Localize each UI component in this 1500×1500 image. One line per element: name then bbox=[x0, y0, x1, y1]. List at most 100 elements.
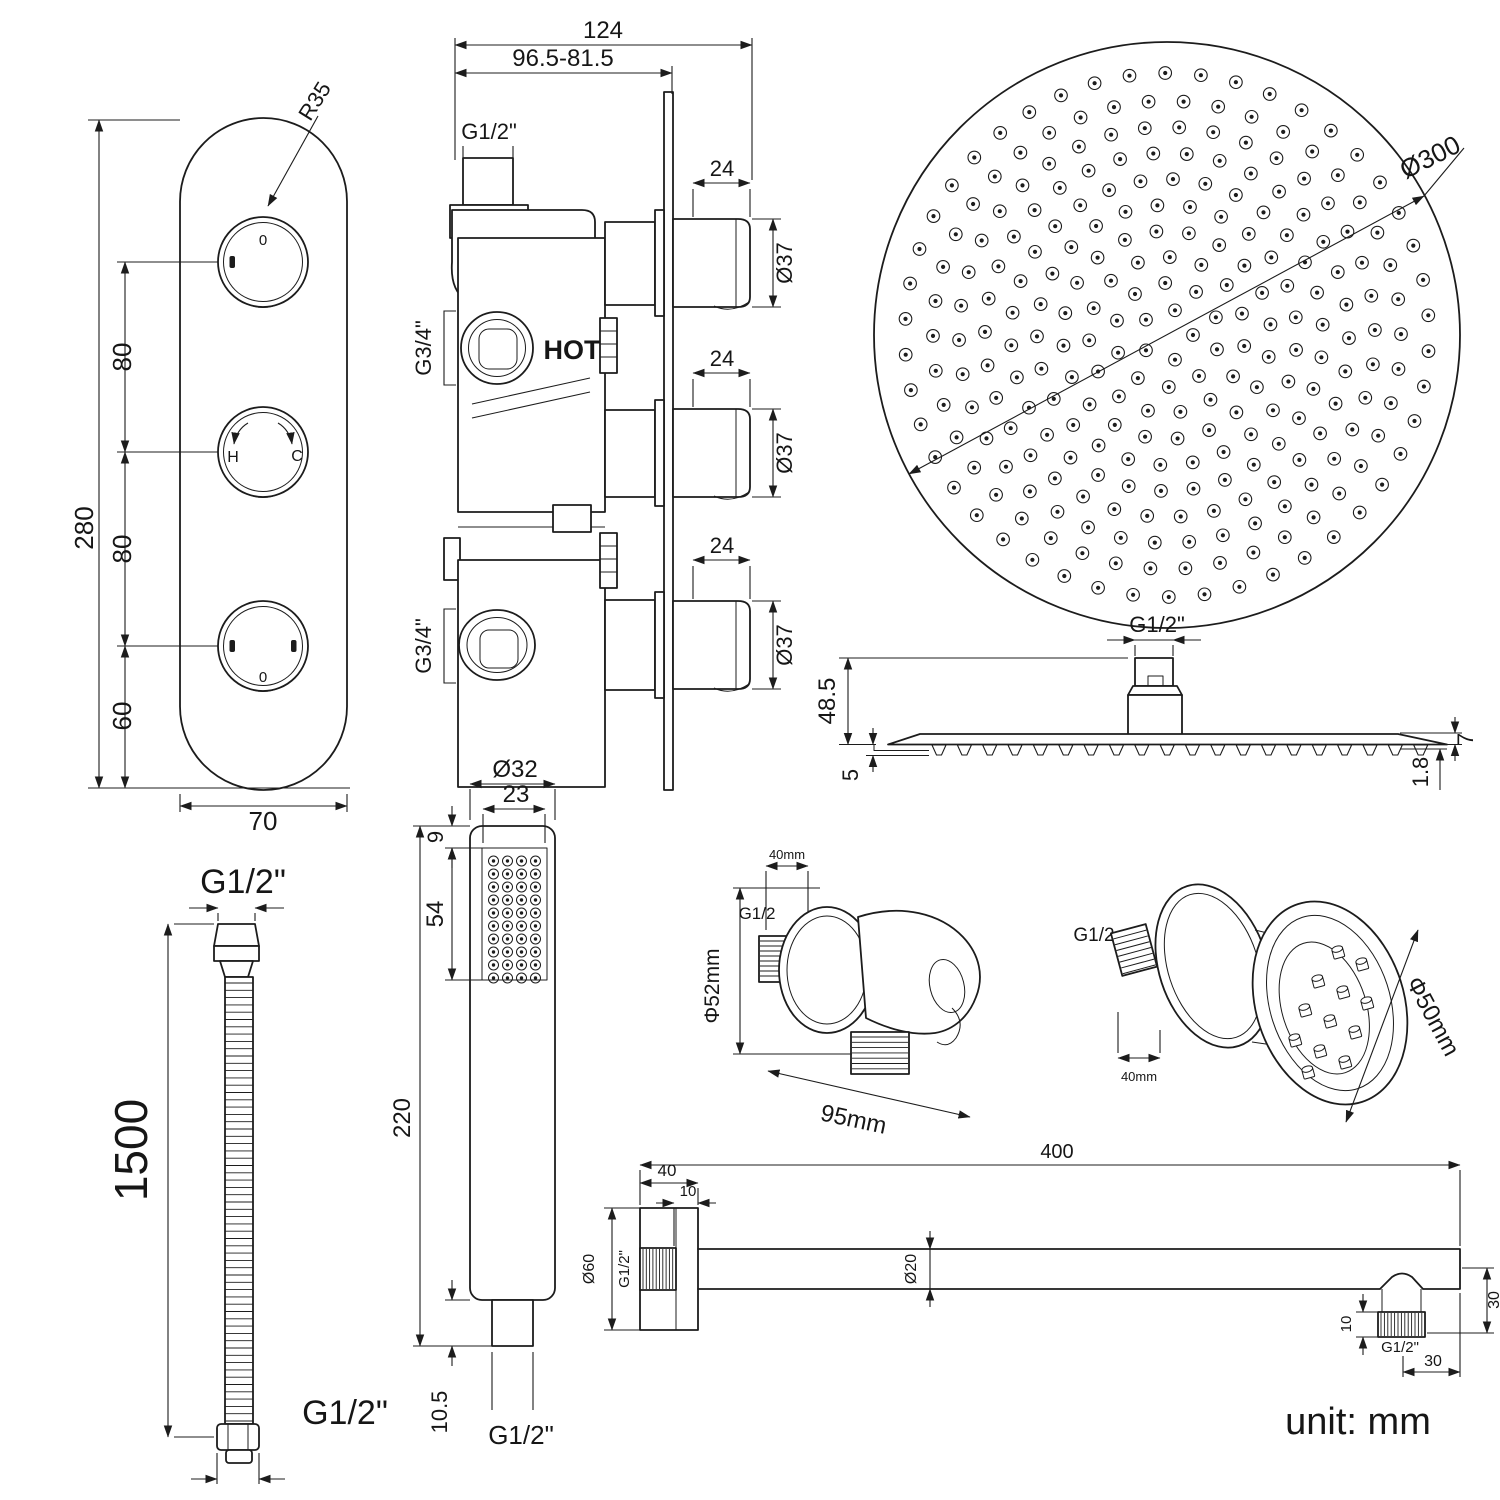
hot-inlet-notch bbox=[478, 328, 518, 370]
inlet-bot-thread-label: G3/4" bbox=[411, 618, 436, 674]
jet-inlet-thread bbox=[1110, 923, 1158, 977]
dim-tail-length-label: 10.5 bbox=[427, 1391, 452, 1434]
head-side-nozzles bbox=[931, 744, 1429, 756]
thread-ticks bbox=[462, 146, 514, 158]
dim-panel-thickness-label: 1.8 bbox=[1408, 757, 1433, 788]
unit-note-label: unit: mm bbox=[1285, 1401, 1431, 1443]
dim-width-label: 70 bbox=[249, 806, 278, 836]
dim-arm-length-label: 400 bbox=[1040, 1141, 1073, 1163]
hose-top-nut bbox=[213, 945, 260, 962]
ext-line bbox=[1402, 1293, 1461, 1377]
ext-line bbox=[839, 657, 1128, 746]
ext-line bbox=[692, 379, 751, 407]
inlet-top-thread-label: G1/2" bbox=[461, 119, 517, 144]
wall-plate-edge bbox=[663, 91, 674, 791]
hose-ribs bbox=[225, 982, 253, 1422]
knob3-cylinder[interactable] bbox=[672, 600, 751, 690]
ext-line bbox=[117, 261, 218, 647]
knob1-zero-mark-label: 0 bbox=[259, 232, 267, 249]
dim-knob3-length-label: 24 bbox=[710, 533, 734, 558]
knob1-flange bbox=[654, 209, 665, 317]
head-thread-label: G1/2" bbox=[1129, 612, 1185, 637]
elbow-holder-horn[interactable] bbox=[857, 909, 981, 1035]
dim-thread-offset-label: 10 bbox=[680, 1183, 697, 1200]
dim-wand-dia-label: Ø32 bbox=[492, 756, 537, 783]
arm-elbow-peak bbox=[1379, 1272, 1424, 1290]
ext-line bbox=[482, 814, 546, 843]
dim-nozzle-depth-label: 5 bbox=[838, 769, 863, 781]
valve-spindle-2 bbox=[599, 532, 618, 589]
head-connector-base bbox=[1127, 694, 1183, 736]
head-connector-collar bbox=[1127, 685, 1183, 696]
dim-end-offset-label: 30 bbox=[1424, 1353, 1442, 1370]
spindle-teeth bbox=[600, 330, 617, 358]
holder-hook bbox=[936, 1007, 961, 1046]
hot-inlet-ring bbox=[468, 319, 526, 377]
ext-line bbox=[88, 119, 350, 789]
ext-line bbox=[216, 1453, 260, 1484]
knob3-face-lines bbox=[713, 601, 750, 692]
ext-line bbox=[179, 794, 348, 812]
dim-elbow-dia-label: Φ52mm bbox=[701, 948, 724, 1023]
rain-head-top-view bbox=[873, 41, 1465, 629]
holder-cup bbox=[928, 958, 966, 1014]
ext-line bbox=[604, 1207, 640, 1331]
rain-head-side-view bbox=[839, 635, 1462, 790]
knob2-hot-mark-label: H bbox=[227, 449, 239, 466]
wand-body[interactable] bbox=[469, 825, 556, 1301]
arm-wall-thread bbox=[639, 1247, 677, 1291]
dim-tube-dia-label: Ø20 bbox=[903, 1254, 920, 1284]
ext-line bbox=[1356, 1311, 1378, 1338]
dim-knob3-dia-label: Ø37 bbox=[772, 624, 797, 666]
dim-face-width-label: 23 bbox=[503, 781, 530, 808]
dim-knob1-length-label: 24 bbox=[710, 156, 734, 181]
knob-bottom-ring bbox=[223, 606, 303, 686]
cold-arrow-icon bbox=[277, 422, 295, 445]
valve-view bbox=[443, 38, 781, 791]
dim-elbow-depth-label: 40mm bbox=[769, 847, 805, 862]
dim-face-length-label: 54 bbox=[422, 901, 449, 928]
ext-line bbox=[1117, 1012, 1161, 1053]
dim-head-height-label: 48.5 bbox=[814, 678, 841, 725]
dim-flange-dia-label: Ø60 bbox=[581, 1254, 598, 1284]
valve-left-tab bbox=[443, 537, 461, 581]
knob2-cylinder[interactable] bbox=[672, 408, 751, 498]
dim-rim-height-label: 7 bbox=[1453, 733, 1478, 745]
knob-bottom-shadow bbox=[244, 686, 282, 692]
dim-knob1-dia-label: Ø37 bbox=[772, 242, 797, 284]
valve-knob2-side bbox=[654, 368, 781, 507]
ext-line bbox=[692, 189, 751, 217]
dim-elbow-length-label: 95mm bbox=[818, 1100, 889, 1140]
elbow-thread-label: G1/2 bbox=[739, 904, 776, 923]
arm-view bbox=[604, 1160, 1494, 1377]
valve-spindle-1 bbox=[599, 317, 618, 374]
ext-line bbox=[733, 887, 852, 1055]
arm-wall-thread-label: G1/2" bbox=[616, 1250, 633, 1288]
bottom-inlet-port bbox=[458, 609, 536, 681]
knob-bottom-tick-left bbox=[229, 640, 235, 652]
knob1-cylinder[interactable] bbox=[672, 218, 751, 308]
wand-nozzle-dots bbox=[488, 855, 541, 984]
knob2-cold-mark-label: C bbox=[291, 448, 303, 465]
dim-drop-height-label: 30 bbox=[1486, 1291, 1500, 1309]
knob2-face-lines bbox=[713, 409, 750, 500]
knob-top-ring bbox=[223, 222, 303, 302]
thread-lines bbox=[642, 1249, 674, 1289]
knob3-stem bbox=[604, 599, 656, 691]
arm-tube bbox=[697, 1248, 1461, 1290]
dim-top-offset-label: 9 bbox=[423, 831, 448, 843]
thread-lines bbox=[1380, 1313, 1423, 1336]
thread-lines bbox=[852, 1036, 908, 1070]
hot-inlet-port bbox=[460, 311, 534, 385]
ext-line bbox=[491, 1352, 534, 1410]
ext-line bbox=[174, 923, 214, 1438]
jet-head-disc[interactable] bbox=[1227, 881, 1432, 1125]
ext-line bbox=[469, 789, 556, 820]
ext-line bbox=[752, 600, 781, 690]
valve-mid-block bbox=[552, 504, 592, 533]
hose-bottom-nut[interactable] bbox=[216, 1423, 260, 1451]
handheld-view bbox=[413, 779, 556, 1410]
hose-nut-facets bbox=[227, 1424, 249, 1450]
spindle-teeth bbox=[600, 545, 617, 573]
